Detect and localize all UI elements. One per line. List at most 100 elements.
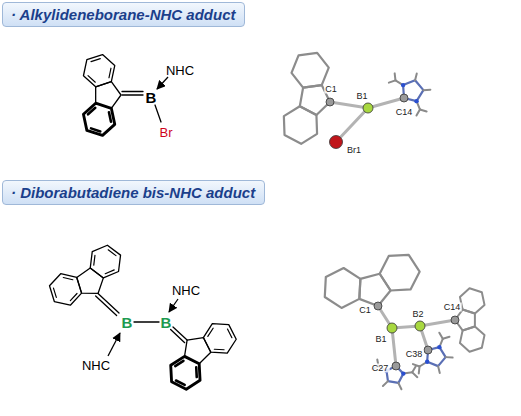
fluorene-ring xyxy=(359,274,390,306)
bond-line xyxy=(392,328,396,366)
dative-arrow xyxy=(169,299,178,312)
ligand-label: NHC xyxy=(82,359,110,372)
benzene-ring xyxy=(325,268,361,308)
nitrogen-atom xyxy=(437,345,441,349)
double-bond-line xyxy=(208,328,213,336)
methyl-stick xyxy=(446,356,453,358)
double-bond-line xyxy=(227,329,231,338)
methyl-stick xyxy=(415,73,417,80)
benzene-ring xyxy=(83,55,114,87)
double-bond-line xyxy=(105,270,114,274)
methyl-stick xyxy=(423,89,430,91)
isopropyl-stick xyxy=(394,73,397,80)
nitrogen-atom xyxy=(425,360,429,364)
isopropyl-stick xyxy=(412,372,417,377)
benzene-ring xyxy=(292,53,329,88)
isopropyl-stick xyxy=(412,366,416,372)
double-bond-line xyxy=(91,128,100,131)
nitrogen-atom xyxy=(401,83,405,87)
atom-ball xyxy=(326,98,334,106)
isopropyl-stick xyxy=(439,333,442,339)
ligand-label: NHC xyxy=(166,64,194,77)
atom-ball xyxy=(400,94,408,102)
crystal-structure xyxy=(325,255,485,389)
isopropyl-stick xyxy=(416,109,419,115)
skeletal-structure xyxy=(50,245,237,389)
nitrogen-atom xyxy=(401,371,405,375)
double-bond-line xyxy=(53,288,56,297)
atom-ball xyxy=(415,321,425,331)
atom-label: C1 xyxy=(358,306,372,315)
double-bond-line xyxy=(214,349,224,351)
atom-label: C14 xyxy=(443,303,462,312)
benzene-ring xyxy=(171,356,200,389)
bond-line xyxy=(134,321,159,322)
header-text: · Diborabutadiene bis-NHC adduct xyxy=(11,184,255,201)
atom-ball xyxy=(392,362,400,370)
methyl-stick xyxy=(383,381,388,386)
atom-label: C14 xyxy=(395,108,414,117)
benzene-ring xyxy=(460,288,485,313)
benzene-ring xyxy=(460,326,485,351)
section-header: · Alkylideneborane-NHC adduct xyxy=(2,2,245,27)
bond-line xyxy=(155,105,161,122)
double-bond-line xyxy=(94,255,95,265)
double-bond-line xyxy=(175,361,183,366)
atom-label: Br1 xyxy=(346,146,362,155)
atom-ball xyxy=(363,103,373,113)
ligand-label: NHC xyxy=(172,284,200,297)
benzene-ring xyxy=(284,106,317,144)
benzene-ring xyxy=(90,245,120,278)
nitrogen-atom xyxy=(414,99,418,103)
double-bond-line xyxy=(122,91,143,92)
dative-arrow xyxy=(108,333,120,356)
section-header: · Diborabutadiene bis-NHC adduct xyxy=(2,180,265,205)
header-text: · Alkylideneborane-NHC adduct xyxy=(11,6,235,23)
methyl-stick xyxy=(398,383,401,389)
dative-arrow xyxy=(157,77,168,89)
methyl-stick xyxy=(438,366,440,373)
double-bond-line xyxy=(88,108,95,115)
double-bond-line xyxy=(195,367,198,377)
atom-label: C27 xyxy=(371,364,390,373)
double-bond-line xyxy=(70,293,77,300)
isopropyl-stick xyxy=(443,337,450,339)
double-bond-line xyxy=(176,380,185,384)
atom-label: C38 xyxy=(405,350,424,359)
atom-ball xyxy=(387,323,397,333)
isopropyl-stick xyxy=(420,109,427,111)
double-bond-line xyxy=(108,250,116,256)
atom-symbol: Br xyxy=(160,126,173,139)
bond-line xyxy=(330,102,368,108)
double-bond-line xyxy=(96,296,117,316)
atom-label: B1 xyxy=(355,92,368,101)
bond-line xyxy=(336,108,368,142)
atom-label: B1 xyxy=(374,335,387,344)
atom-ball xyxy=(451,316,459,324)
double-bond-line xyxy=(88,76,95,83)
double-bond-line xyxy=(109,68,111,78)
bond-line xyxy=(368,98,404,108)
skeletal-structure xyxy=(83,55,168,136)
atom-ball xyxy=(374,302,382,310)
benzene-ring xyxy=(203,324,236,353)
double-bond-line xyxy=(109,112,111,122)
benzene-ring xyxy=(380,255,420,291)
atom-ball xyxy=(330,136,343,149)
double-bond-line xyxy=(91,59,100,62)
double-bond-line xyxy=(122,94,143,95)
benzene-ring xyxy=(50,274,82,305)
double-bond-line xyxy=(98,293,119,313)
isopropyl-stick xyxy=(418,366,421,373)
double-bond-line xyxy=(171,330,185,343)
atom-symbol: B xyxy=(122,315,133,330)
isopropyl-stick xyxy=(389,80,396,82)
crystal-structure xyxy=(284,53,431,149)
atom-symbol: B xyxy=(161,315,172,330)
atom-symbol: B xyxy=(146,90,157,105)
double-bond-line xyxy=(63,278,73,280)
atom-label: C1 xyxy=(324,85,338,94)
benzene-ring xyxy=(83,103,114,135)
atom-label: B2 xyxy=(411,310,424,319)
